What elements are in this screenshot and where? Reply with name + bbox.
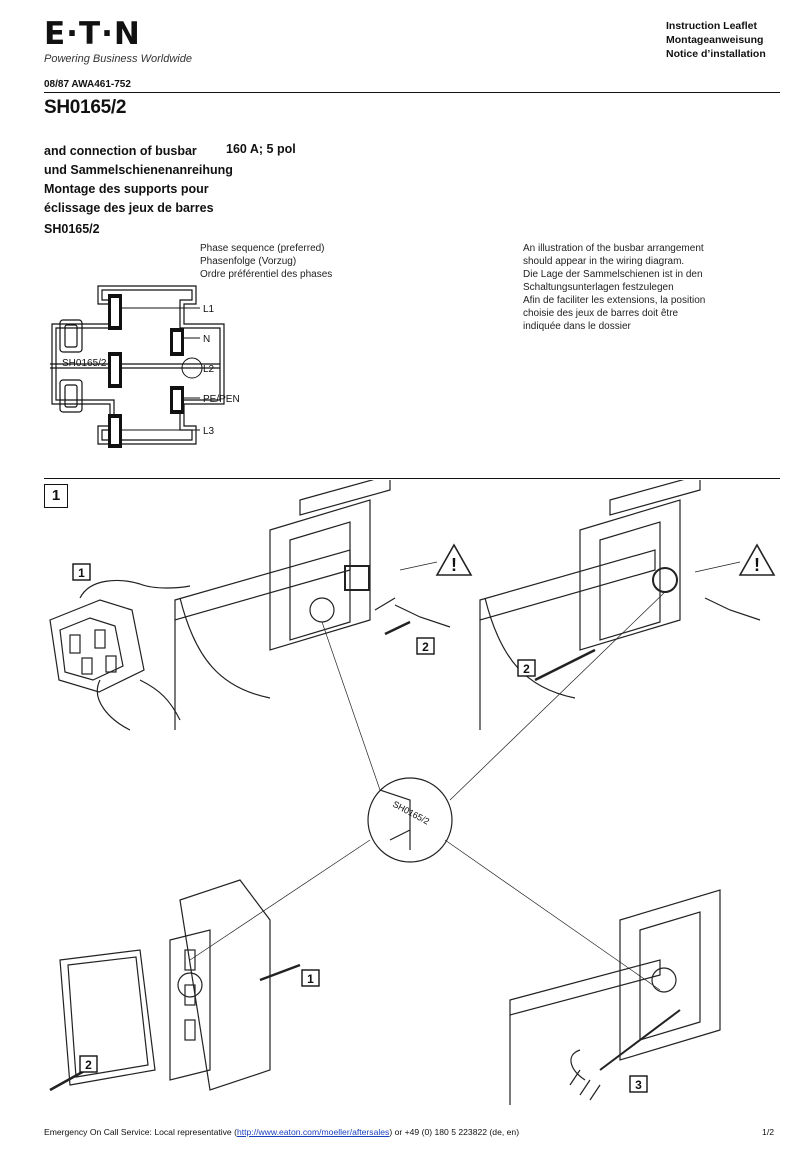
eaton-logo: E·T·N Powering Business Worldwide [44,18,194,65]
callout-box [301,969,320,987]
note-line: indiquée dans le dossier [523,321,631,332]
page-number: 1/2 [762,1127,774,1137]
callout-3: 3 [635,1078,642,1092]
phase-sequence-fr: Ordre préférentiel des phases [200,269,333,280]
section-subtitle: SH0165/2 [44,222,100,236]
phase-sequence-de: Phasenfolge (Vorzug) [200,256,297,267]
callout-box [72,563,91,581]
note-line: should appear in the wiring diagram. [523,256,685,267]
enclosure-top-center [174,480,451,730]
section-rule [44,478,780,479]
phase-label-l1: L1 [203,304,215,315]
detail-magnifier [367,777,453,863]
product-title: SH0165/2 [44,97,127,118]
callout-2: 2 [85,1058,92,1072]
rating-spec: 160 A; 5 pol [226,142,296,156]
heading-fr-1: Montage des supports pour [44,182,209,196]
phase-sequence-en: Phase sequence (preferred) [200,243,325,254]
doc-type-fr: Notice d’installation [666,48,766,60]
phase-sequence-text: Phase sequence (preferred) Phasenfolge (… [200,242,332,281]
assembly-illustration: 1 2 2 1 2 3 ! ! SH0165/2 [49,480,776,1105]
note-line: Die Lage der Sammelschienen ist in den [523,269,703,280]
document-reference: 08/87 AWA461-752 [44,79,131,90]
heading-en: and connection of busbar [44,144,197,158]
note-line: Afin de faciliter les extensions, la pos… [523,295,706,306]
note-line: An illustration of the busbar arrangemen… [523,243,704,254]
enclosure-top-right [479,480,761,730]
step-number-box: 1 [44,484,68,508]
aftersales-link[interactable]: http://www.eaton.com/moeller/aftersales [236,1127,390,1137]
hand-holding-support [49,579,191,731]
phase-label-l2: L2 [203,364,215,375]
footer-suffix: ) or +49 (0) 180 5 223822 (de, en) [389,1127,520,1137]
arrangement-note: An illustration of the busbar arrangemen… [523,242,773,333]
callout-box [629,1075,648,1093]
logo-wordmark: E·T·N [44,16,141,52]
callout-box [416,637,435,655]
detail-label: SH0165/2 [391,799,431,827]
heading-block: and connection of busbar und Sammelschie… [44,142,233,218]
warning-icon [738,543,776,576]
callout-box [79,1055,98,1073]
note-line: Schaltungsunterlagen festzulegen [523,282,674,293]
support-outline [51,285,225,445]
heading-de: und Sammelschienenanreihung [44,163,233,177]
doc-type-de: Montageanweisung [666,34,764,46]
heading-fr-2: éclissage des jeux de barres [44,201,214,215]
warning-mark: ! [451,555,457,575]
callout-box [517,659,536,677]
phase-label-pe: PE/PEN [203,394,240,405]
callout-1: 1 [307,972,314,986]
callout-2: 2 [523,662,530,676]
warning-icon [435,543,473,576]
footer-service-line: Emergency On Call Service: Local represe… [44,1127,519,1137]
logo-tagline: Powering Business Worldwide [44,53,192,65]
header-rule [44,92,780,93]
busbar-support-diagram: SH0165/2 L1 N L2 PE/PEN L3 [50,285,240,448]
enclosure-bottom-right [509,889,721,1105]
phase-label-l3: L3 [203,426,215,437]
footer-prefix: Emergency On Call Service: Local represe… [44,1127,237,1137]
phase-label-n: N [203,334,210,345]
doc-type-en: Instruction Leaflet [666,20,758,32]
note-line: choisie des jeux de barres doit être [523,308,679,319]
document-type-list: Instruction Leaflet Montageanweisung Not… [666,19,776,61]
callout-2: 2 [422,640,429,654]
warning-mark: ! [754,555,760,575]
callout-1: 1 [78,566,85,580]
support-label: SH0165/2 [62,358,107,369]
